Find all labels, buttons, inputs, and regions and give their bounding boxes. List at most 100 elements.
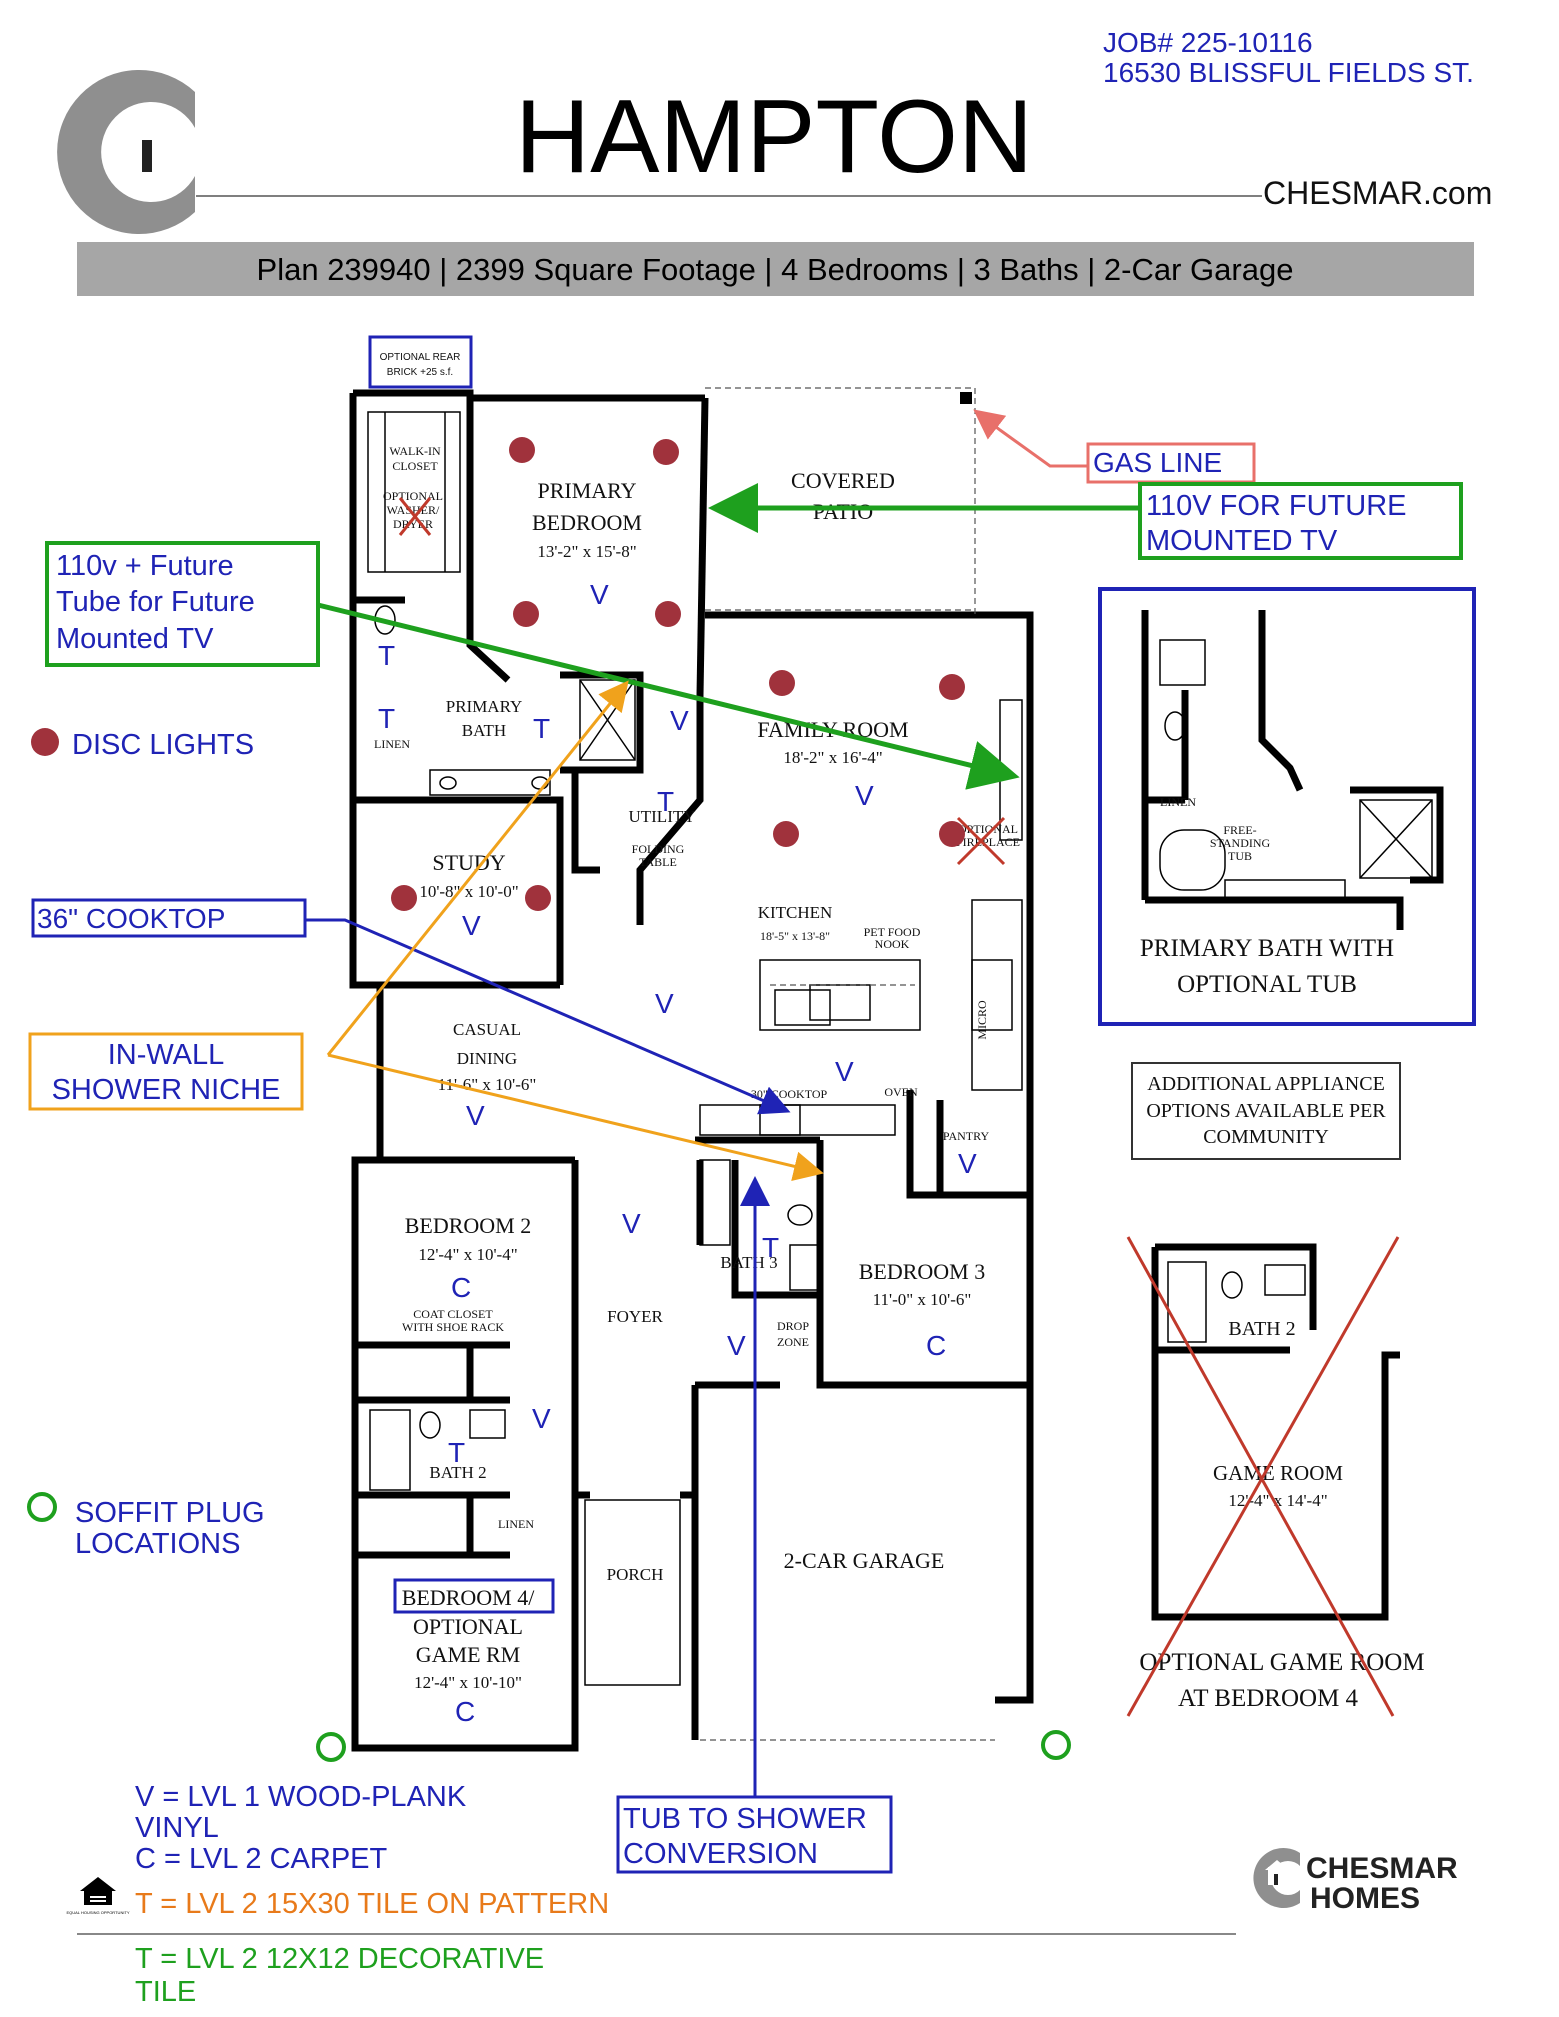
bedroom-3-dims: 11'-0" x 10'-6" xyxy=(873,1290,972,1309)
tv-patio-text-1: 110V FOR FUTURE xyxy=(1146,490,1407,522)
vinyl-mark: V xyxy=(462,910,481,941)
disc-lights xyxy=(391,437,965,911)
kitchen-label: KITCHEN xyxy=(758,903,833,922)
inset-bath-2-label: BATH 2 xyxy=(1228,1318,1295,1340)
walk-in-closet-label: WALK-IN xyxy=(389,444,441,458)
shower-niche-text-1: IN-WALL xyxy=(108,1039,225,1071)
chesmar-logo xyxy=(57,69,195,235)
appliance-note-2: OPTIONS AVAILABLE PER xyxy=(1146,1100,1386,1122)
optional-brick-text-1: OPTIONAL REAR xyxy=(380,352,461,363)
legend-tile-green-2: TILE xyxy=(135,1976,196,2008)
tile-mark-blue: T xyxy=(448,1437,465,1468)
appliance-note-3: COMMUNITY xyxy=(1203,1126,1329,1148)
vinyl-mark: V xyxy=(655,988,674,1019)
vinyl-mark: V xyxy=(466,1100,485,1131)
gas-line-text: GAS LINE xyxy=(1093,447,1222,478)
casual-dining-label-2: DINING xyxy=(457,1049,517,1068)
legend-vinyl-1: V = LVL 1 WOOD-PLANK xyxy=(135,1781,467,1813)
tv-family-text-3: Mounted TV xyxy=(56,623,214,655)
job-address: 16530 BLISSFUL FIELDS ST. xyxy=(1103,57,1474,88)
linen-primary-label: LINEN xyxy=(374,737,410,751)
disc-lights-legend: DISC LIGHTS xyxy=(72,729,254,761)
tub-shower-text-1: TUB TO SHOWER xyxy=(623,1803,867,1835)
inset-tub-label-2: STANDING xyxy=(1210,836,1271,850)
brand-name-2: HOMES xyxy=(1310,1882,1420,1915)
tub-shower-callout xyxy=(616,1795,893,1874)
walk-in-closet-label-2: CLOSET xyxy=(392,459,438,473)
equal-housing-text: EQUAL HOUSING OPPORTUNITY xyxy=(66,1910,129,1915)
casual-dining-dims: 11'-6" x 10'-6" xyxy=(438,1075,537,1094)
appliance-note-1: ADDITIONAL APPLIANCE xyxy=(1147,1073,1385,1095)
kitchen-dims: 18'-5" x 13'-8" xyxy=(760,929,830,943)
pet-nook-1: PET FOOD xyxy=(864,925,921,939)
disc-light xyxy=(939,821,965,847)
legend-vinyl-2: VINYL xyxy=(135,1812,219,1844)
disc-light xyxy=(773,821,799,847)
tub-shower-text-2: CONVERSION xyxy=(623,1838,818,1870)
covered-patio-outline xyxy=(705,387,976,615)
folding-table-2: TABLE xyxy=(639,855,677,869)
shower-niche-callout xyxy=(28,1032,304,1111)
covered-patio-label-2: PATIO xyxy=(813,499,873,524)
vinyl-mark: V xyxy=(622,1208,641,1239)
vinyl-mark: V xyxy=(670,705,689,736)
legend-tile-green-1: T = LVL 2 12X12 DECORATIVE xyxy=(135,1943,544,1975)
optional-brick-callout xyxy=(368,335,473,389)
gas-line-callout xyxy=(1086,442,1256,484)
chesmar-homes-logo xyxy=(1253,1848,1300,1909)
fireplace-note-2: FIREPLACE xyxy=(956,835,1020,849)
carpet-mark: C xyxy=(926,1330,946,1361)
disc-light xyxy=(653,439,679,465)
vinyl-mark: V xyxy=(958,1148,977,1179)
pet-nook-2: NOOK xyxy=(875,937,910,951)
tv-family-text-2: Tube for Future xyxy=(56,586,255,618)
disc-light xyxy=(513,601,539,627)
soffit-plug-marker xyxy=(316,1732,346,1762)
foyer-label: FOYER xyxy=(607,1307,663,1326)
tile-mark-orange: T xyxy=(533,713,550,744)
bedroom-3-label: BEDROOM 3 xyxy=(859,1259,986,1284)
coat-closet-1: COAT CLOSET xyxy=(413,1307,493,1321)
garage-label: 2-CAR GARAGE xyxy=(784,1548,945,1573)
washer-note-2: WASHER/ xyxy=(387,503,440,517)
inset-linen-label: LINEN xyxy=(1160,795,1196,809)
primary-bath-label: PRIMARY xyxy=(446,697,523,716)
website-link[interactable]: CHESMAR.com xyxy=(1263,175,1492,211)
plan-info-bar xyxy=(77,242,1474,296)
bedroom-2-dims: 12'-4" x 10'-4" xyxy=(418,1245,517,1264)
bedroom-2-label: BEDROOM 2 xyxy=(405,1213,532,1238)
disc-light xyxy=(939,674,965,700)
carpet-mark: C xyxy=(451,1272,471,1303)
optional-brick-text-2: BRICK +25 s.f. xyxy=(387,367,453,378)
bath-3-label: BATH 3 xyxy=(720,1253,777,1272)
bedroom-4-label: BEDROOM 4/ xyxy=(402,1585,536,1610)
job-number: JOB# 225-10116 xyxy=(1103,27,1313,58)
disc-light xyxy=(525,885,551,911)
cooktop-arrow xyxy=(305,918,791,1115)
pantry-label: PANTRY xyxy=(943,1129,990,1143)
inset-tub-label-3: TUB xyxy=(1228,849,1252,863)
cooktop-callout xyxy=(31,898,307,938)
linen-2-label: LINEN xyxy=(498,1517,534,1531)
room-labels: PRIMARY BEDROOM 13'-2" x 15'-8" COVERED … xyxy=(374,444,1020,1692)
tile-mark-green: T xyxy=(657,786,674,817)
coat-closet-2: WITH SHOE RACK xyxy=(402,1320,504,1334)
bath-2-label: BATH 2 xyxy=(429,1463,486,1482)
primary-bath-label-2: BATH xyxy=(462,721,506,740)
removed-item-marks xyxy=(398,497,1006,866)
legend-carpet: C = LVL 2 CARPET xyxy=(135,1843,388,1875)
appliance-note-box xyxy=(1131,1062,1401,1160)
inset-primary-bath xyxy=(1098,587,1476,1026)
soffit-plug-text-2: LOCATIONS xyxy=(75,1528,240,1560)
inset-tub-label-1: FREE- xyxy=(1223,823,1256,837)
tv-family-callout xyxy=(45,541,320,667)
family-room-dims: 18'-2" x 16'-4" xyxy=(783,748,882,767)
inset-game-room-walls xyxy=(1151,1243,1400,1621)
bedroom-4-label-3: GAME RM xyxy=(416,1642,521,1667)
disc-light xyxy=(769,670,795,696)
tv-family-text-1: 110v + Future xyxy=(56,550,234,582)
plan-info-text: Plan 239940 | 2399 Square Footage | 4 Be… xyxy=(257,252,1294,287)
inset-bath-caption-2: OPTIONAL TUB xyxy=(1177,971,1357,998)
equal-housing-icon xyxy=(80,1877,116,1905)
